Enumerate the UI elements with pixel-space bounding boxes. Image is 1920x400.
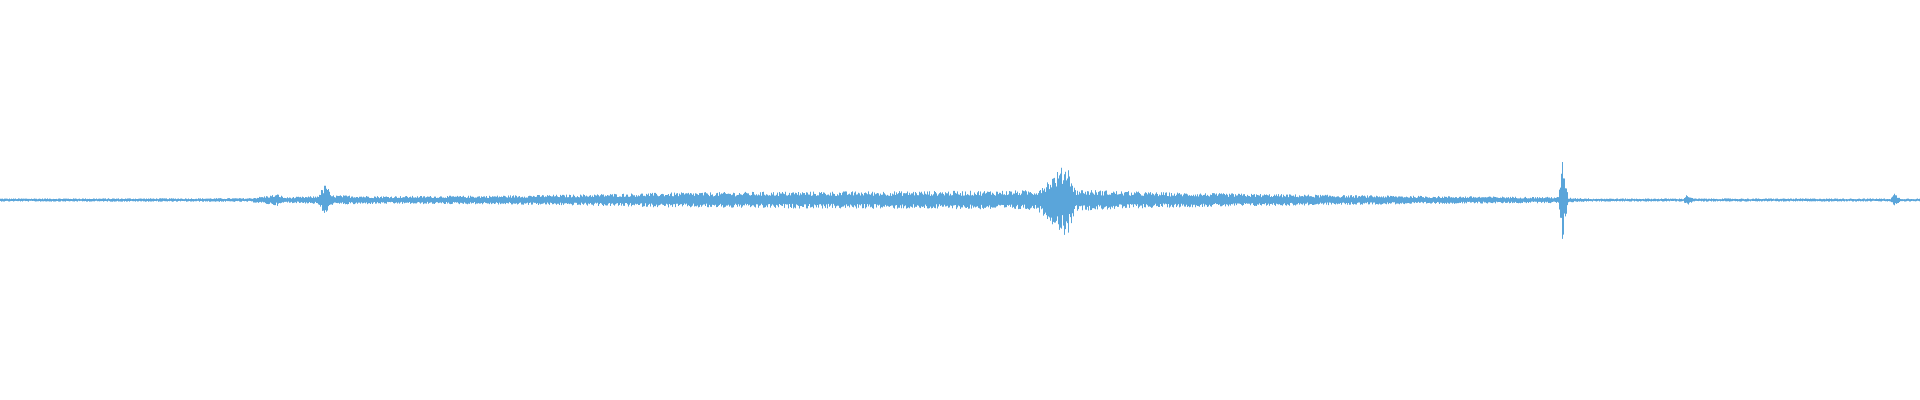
audio-waveform bbox=[0, 161, 1920, 239]
waveform-path bbox=[0, 161, 1920, 239]
